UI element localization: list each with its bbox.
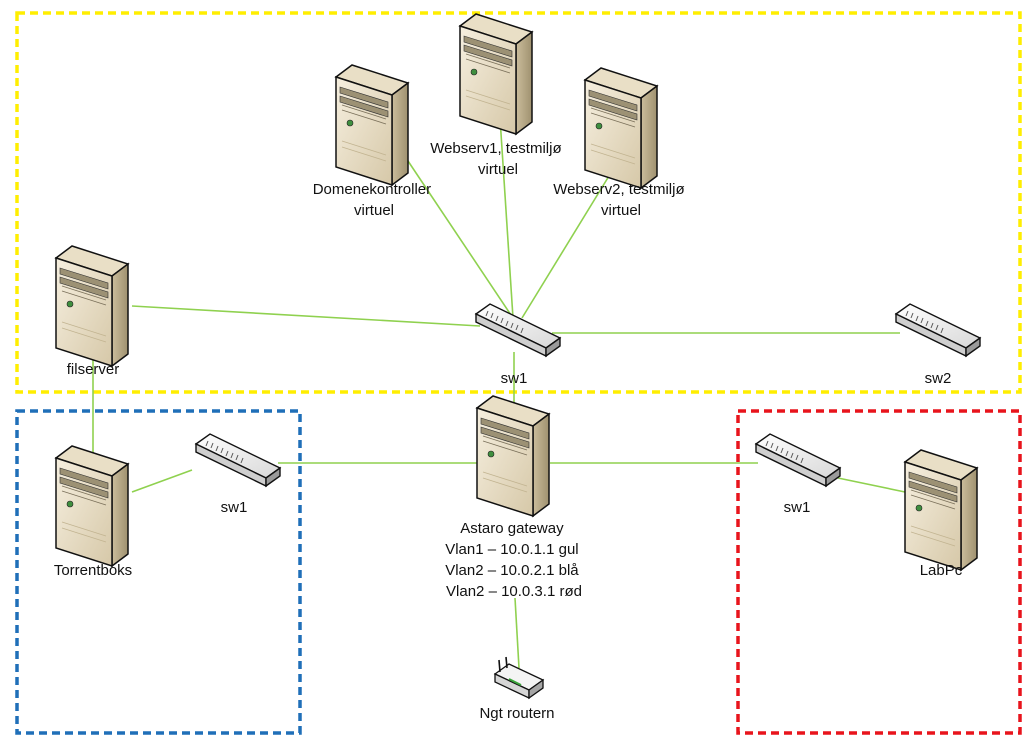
webserv1-label-line1: Webserv1, testmiljø (430, 140, 561, 157)
sw1-red-switch-icon (755, 433, 841, 487)
router-label: Ngt routern (479, 705, 554, 722)
sw1-blue-label: sw1 (221, 499, 248, 516)
filserver-server-icon (55, 245, 129, 367)
astaro-label-line3: Vlan2 – 10.0.2.1 blå (445, 562, 579, 579)
sw1-main-switch-icon (475, 303, 561, 357)
sw1-blue-switch-icon (195, 433, 281, 487)
torrentboks-label: Torrentboks (54, 562, 132, 579)
sw1-main-label: sw1 (501, 370, 528, 387)
webserv1-label: Webserv1, testmiljø virtuel (430, 140, 566, 178)
labpc-label: LabPc (920, 562, 963, 579)
domenekontroller-server-icon (335, 64, 409, 186)
domenekontroller-label-line2: virtuel (354, 202, 394, 219)
sw2-switch-icon (895, 303, 981, 357)
link-webserv2-sw1 (521, 157, 621, 319)
sw1-red-label: sw1 (784, 499, 811, 516)
astaro-label: Astaro gateway Vlan1 – 10.0.1.1 gul Vlan… (445, 520, 583, 600)
astaro-label-line4: Vlan2 – 10.0.3.1 rød (446, 583, 582, 600)
webserv2-server-icon (584, 67, 658, 189)
domenekontroller-label: Domenekontroller virtuel (313, 181, 436, 219)
webserv1-server-icon (459, 13, 533, 135)
filserver-label: filserver (67, 361, 120, 378)
link-domenekontroller-sw1 (403, 154, 514, 319)
webserv2-label-line1: Webserv2, testmiljø (553, 181, 684, 198)
labpc-server-icon (904, 449, 978, 571)
astaro-label-line2: Vlan1 – 10.0.1.1 gul (445, 541, 578, 558)
link-filserver-sw1 (131, 305, 481, 327)
webserv2-label-line2: virtuel (601, 202, 641, 219)
zone-blue (15, 409, 302, 735)
zone-yellow (15, 11, 1022, 394)
domenekontroller-label-line1: Domenekontroller (313, 181, 431, 198)
link-webserv1-sw1 (499, 117, 514, 319)
zone-red (736, 409, 1022, 735)
astaro-label-line1: Astaro gateway (460, 520, 564, 537)
webserv2-label: Webserv2, testmiljø virtuel (553, 181, 689, 219)
astaro-gateway-server-icon (476, 395, 550, 517)
webserv1-label-line2: virtuel (478, 161, 518, 178)
link-swred-labpc (837, 477, 906, 493)
link-astaro-router (514, 597, 520, 669)
link-torrentboks-swblue (131, 469, 193, 493)
sw2-label: sw2 (925, 370, 952, 387)
torrentboks-server-icon (55, 445, 129, 567)
